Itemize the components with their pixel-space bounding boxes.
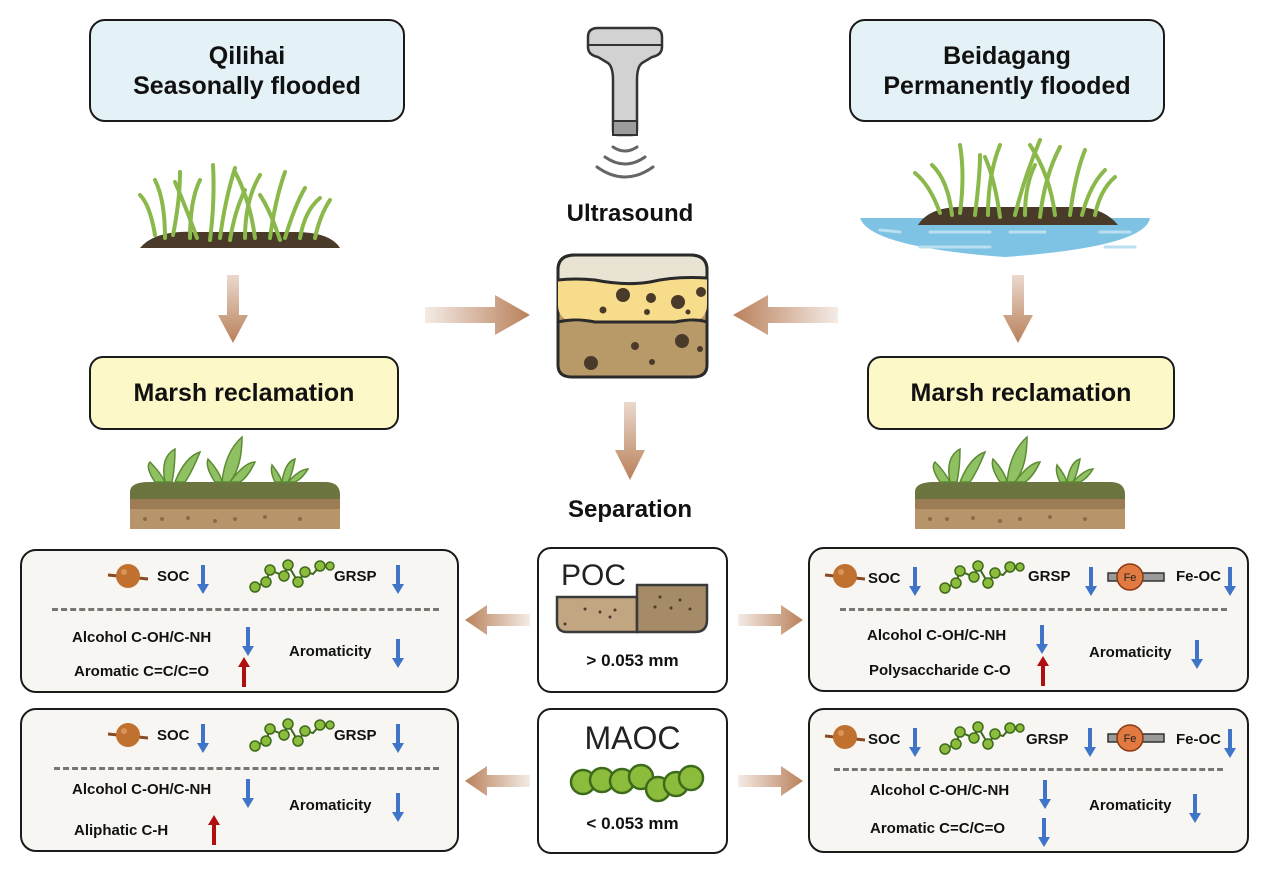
divider-dashed	[54, 767, 439, 770]
ultrasound-probe-icon	[586, 26, 664, 179]
seasonal-marsh-grass-icon	[138, 163, 340, 248]
aromaticity-label: Aromaticity	[1089, 797, 1172, 814]
functional-group-label: Aliphatic C-H	[74, 822, 169, 839]
ultrasound-label: Ultrasound	[566, 200, 694, 227]
soc-particle-icon	[824, 564, 866, 588]
result-box-right-maoc: SOC GRSP Fe Fe-OC Alcohol C-OH/C-NH Arom…	[808, 708, 1249, 853]
grsp-label: GRSP	[1026, 731, 1069, 748]
arrow-maoc-to-left	[465, 766, 530, 796]
site-box-qilihai: Qilihai Seasonally flooded	[89, 19, 405, 122]
reclamation-label: Marsh reclamation	[133, 378, 355, 407]
aromaticity-label: Aromaticity	[289, 797, 372, 814]
reclaimed-field-icon-right	[915, 435, 1125, 529]
reclamation-box-left: Marsh reclamation	[89, 356, 399, 430]
site-box-beidagang: Beidagang Permanently flooded	[849, 19, 1165, 122]
grsp-decrease-arrow-icon	[392, 724, 404, 753]
aromaticity-decrease-arrow-icon	[392, 793, 404, 822]
result-box-left-maoc: SOC GRSP Alcohol C-OH/C-NH Aliphatic C-H…	[20, 708, 459, 852]
aromaticity-label: Aromaticity	[289, 643, 372, 660]
functional-group-label: Aromatic C=C/C=O	[870, 820, 1006, 837]
grsp-decrease-arrow-icon	[1085, 567, 1097, 596]
functional-group-label: Alcohol C-OH/C-NH	[72, 781, 212, 798]
site-name: Qilihai	[208, 41, 286, 70]
soc-decrease-arrow-icon	[909, 728, 921, 757]
soc-particle-icon	[107, 564, 149, 588]
arrow-poc-to-left	[465, 605, 530, 635]
soc-decrease-arrow-icon	[197, 565, 209, 594]
functional-group-label: Aromatic C=C/C=O	[74, 663, 210, 680]
soc-label: SOC	[868, 731, 901, 748]
arrow-down-separation	[615, 402, 645, 480]
maoc-fraction-box: MAOC < 0.053 mm	[537, 708, 728, 854]
functional-group-label: Alcohol C-OH/C-NH	[867, 627, 1007, 644]
aromatic-increase-arrow-icon	[238, 657, 250, 687]
alcohol-decrease-arrow-icon	[1036, 625, 1048, 654]
soc-label: SOC	[157, 568, 190, 585]
reclamation-label: Marsh reclamation	[910, 378, 1132, 407]
aromaticity-decrease-arrow-icon	[1189, 794, 1201, 823]
poc-size: > 0.053 mm	[586, 651, 679, 670]
alcohol-decrease-arrow-icon	[242, 627, 254, 656]
feoc-label: Fe-OC	[1176, 568, 1221, 585]
reclaimed-field-icon-left	[130, 435, 340, 529]
separation-label: Separation	[567, 496, 693, 523]
grsp-decrease-arrow-icon	[1084, 728, 1096, 757]
poc-title: POC	[561, 559, 627, 592]
divider-dashed	[52, 608, 439, 611]
soil-sample-icon	[556, 253, 709, 379]
soc-decrease-arrow-icon	[909, 567, 921, 596]
maoc-title: MAOC	[584, 720, 681, 756]
functional-group-label: Alcohol C-OH/C-NH	[870, 782, 1010, 799]
functional-group-label: Alcohol C-OH/C-NH	[72, 629, 212, 646]
soc-label: SOC	[868, 570, 901, 587]
feoc-decrease-arrow-icon	[1224, 567, 1236, 596]
site-type: Permanently flooded	[883, 71, 1131, 100]
arrow-down-right-site	[1003, 275, 1033, 343]
grsp-label: GRSP	[334, 727, 377, 744]
soc-particle-icon	[107, 723, 149, 747]
permanent-marsh-water-icon	[860, 138, 1150, 257]
fe-badge: Fe	[1124, 572, 1137, 584]
grsp-chain-icon	[939, 721, 1025, 755]
poc-fraction-box: POC > 0.053 mm	[537, 547, 728, 693]
aromaticity-decrease-arrow-icon	[1191, 640, 1203, 669]
grsp-chain-icon	[249, 559, 335, 593]
polysaccharide-increase-arrow-icon	[1037, 656, 1049, 686]
grsp-decrease-arrow-icon	[392, 565, 404, 594]
arrow-down-left-site	[218, 275, 248, 343]
functional-group-label: Polysaccharide C-O	[869, 662, 1011, 679]
site-name: Beidagang	[943, 41, 1071, 70]
maoc-size: < 0.053 mm	[586, 814, 679, 833]
alcohol-decrease-arrow-icon	[242, 779, 254, 808]
grsp-chain-icon	[939, 560, 1025, 594]
grsp-chain-icon	[249, 718, 335, 752]
poc-particle-icon	[555, 583, 709, 634]
arrow-left-to-sample	[733, 295, 838, 335]
fe-oxide-icon: Fe	[1107, 724, 1165, 752]
reclamation-box-right: Marsh reclamation	[867, 356, 1175, 430]
soc-decrease-arrow-icon	[197, 724, 209, 753]
aromatic-decrease-arrow-icon	[1038, 818, 1050, 847]
result-box-right-poc: SOC GRSP Fe Fe-OC Alcohol C-OH/C-NH Poly…	[808, 547, 1249, 692]
arrow-maoc-to-right	[738, 766, 803, 796]
arrow-right-to-sample	[425, 295, 530, 335]
divider-dashed	[840, 608, 1227, 611]
soc-particle-icon	[824, 725, 866, 749]
soc-label: SOC	[157, 727, 190, 744]
arrow-poc-to-right	[738, 605, 803, 635]
feoc-decrease-arrow-icon	[1224, 729, 1236, 758]
feoc-label: Fe-OC	[1176, 731, 1221, 748]
aliphatic-increase-arrow-icon	[208, 815, 220, 845]
site-type: Seasonally flooded	[133, 71, 361, 100]
aromaticity-decrease-arrow-icon	[392, 639, 404, 668]
divider-dashed	[834, 768, 1223, 771]
aromaticity-label: Aromaticity	[1089, 644, 1172, 661]
maoc-aggregate-icon	[569, 763, 705, 803]
fe-badge: Fe	[1124, 733, 1137, 745]
grsp-label: GRSP	[1028, 568, 1071, 585]
alcohol-decrease-arrow-icon	[1039, 780, 1051, 809]
grsp-label: GRSP	[334, 568, 377, 585]
result-box-left-poc: SOC GRSP Alcohol C-OH/C-NH Aromatic C=C/…	[20, 549, 459, 693]
fe-oxide-icon: Fe	[1107, 563, 1165, 591]
